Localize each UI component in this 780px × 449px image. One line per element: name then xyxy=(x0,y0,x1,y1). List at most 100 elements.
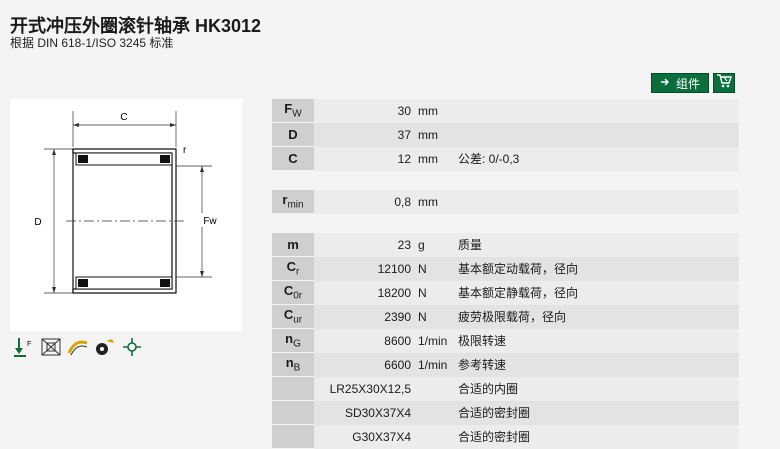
spec-symbol: FW xyxy=(272,99,314,123)
spec-description: 极限转速 xyxy=(454,328,739,353)
spec-description: 基本额定动载荷，径向 xyxy=(454,256,739,281)
spec-description: 合适的密封圈 xyxy=(454,424,739,449)
toolbar: 组件 xyxy=(651,73,735,93)
spec-symbol: rmin xyxy=(272,190,314,214)
spec-value: 6600 xyxy=(314,352,414,377)
spec-symbol-text: n xyxy=(285,355,294,371)
page-title: 开式冲压外圈滚针轴承 HK3012 xyxy=(10,16,262,36)
no-lubrication-icon[interactable] xyxy=(39,336,63,358)
page-subtitle: 根据 DIN 618-1/ISO 3245 标准 xyxy=(10,36,174,50)
spec-symbol-text: D xyxy=(288,127,298,142)
cart-button[interactable] xyxy=(713,73,735,93)
spec-symbol-subscript: r xyxy=(296,266,300,278)
spec-value: 37 xyxy=(314,122,414,147)
spec-symbol-subscript: B xyxy=(293,362,301,374)
spec-symbol xyxy=(272,376,314,401)
arrow-right-icon xyxy=(660,77,670,90)
spec-symbol-subscript: ur xyxy=(293,314,303,326)
spec-value: 12100 xyxy=(314,256,414,281)
spec-description xyxy=(454,99,739,123)
spec-unit: mm xyxy=(414,190,454,214)
spec-value: 2390 xyxy=(314,304,414,329)
spec-unit: 1/min xyxy=(414,352,454,377)
spec-symbol-subscript: G xyxy=(293,338,301,350)
spec-symbol xyxy=(272,400,314,425)
label-fw: Fw xyxy=(203,216,217,227)
spec-value: 30 xyxy=(314,99,414,123)
feature-icons: F xyxy=(12,336,144,358)
spec-description: 疲劳极限载荷，径向 xyxy=(454,304,739,329)
spacer-row xyxy=(272,171,739,191)
spec-value: 23 xyxy=(314,233,414,257)
cart-icon xyxy=(716,73,732,94)
spec-symbol xyxy=(272,424,314,449)
spec-symbol-text: C xyxy=(283,307,294,323)
seal-icon[interactable] xyxy=(66,336,90,358)
mounting-icon[interactable] xyxy=(120,336,144,358)
spec-symbol: D xyxy=(272,122,314,147)
spec-description: 公差: 0/-0,3 xyxy=(454,146,739,171)
spec-symbol-subscript: min xyxy=(287,199,304,211)
spec-description: 质量 xyxy=(454,233,739,257)
spec-unit: N xyxy=(414,256,454,281)
spec-unit xyxy=(414,400,454,425)
spec-unit: mm xyxy=(414,99,454,123)
label-c: C xyxy=(120,112,127,123)
spec-symbol-text: C xyxy=(288,151,298,166)
svg-text:F: F xyxy=(27,341,31,348)
spec-description xyxy=(454,190,739,214)
spec-description xyxy=(454,122,739,147)
spec-unit: N xyxy=(414,280,454,305)
spec-unit: mm xyxy=(414,146,454,171)
spec-symbol: nB xyxy=(272,352,314,377)
label-d: D xyxy=(34,217,41,228)
spec-unit xyxy=(414,376,454,401)
spec-symbol-text: C xyxy=(286,259,297,275)
spec-unit: 1/min xyxy=(414,328,454,353)
parts-button[interactable]: 组件 xyxy=(651,73,709,93)
spacer-row xyxy=(272,214,739,234)
spec-symbol-text: F xyxy=(284,101,293,117)
spec-symbol: Cur xyxy=(272,304,314,329)
spec-unit: N xyxy=(414,304,454,329)
spec-description: 基本额定静载荷，径向 xyxy=(454,280,739,305)
spec-description: 参考转速 xyxy=(454,352,739,377)
spec-symbol-text: n xyxy=(285,331,294,347)
spec-symbol-text: m xyxy=(287,237,299,252)
spec-value: 0,8 xyxy=(314,190,414,214)
parts-button-label: 组件 xyxy=(675,76,700,91)
spec-value: 18200 xyxy=(314,280,414,305)
spec-symbol: C0r xyxy=(272,280,314,305)
spec-symbol: nG xyxy=(272,328,314,353)
spec-symbol: Cr xyxy=(272,256,314,281)
spec-unit: g xyxy=(414,233,454,257)
spec-symbol: C xyxy=(272,146,314,171)
lubrication-icon[interactable] xyxy=(93,336,117,358)
spec-symbol-text: C xyxy=(283,283,294,299)
spec-unit: mm xyxy=(414,122,454,147)
spec-value: SD30X37X4 xyxy=(314,400,414,425)
spec-symbol: m xyxy=(272,233,314,257)
spec-symbol-text: r xyxy=(282,192,288,208)
bearing-cross-section: C r D Fw xyxy=(32,111,222,294)
spec-unit xyxy=(414,424,454,449)
label-r: r xyxy=(183,145,187,156)
spec-description: 合适的内圈 xyxy=(454,376,739,401)
arrow-load-icon[interactable]: F xyxy=(12,336,36,358)
spec-symbol-subscript: 0r xyxy=(293,290,303,302)
spec-value: LR25X30X12,5 xyxy=(314,376,414,401)
spec-symbol-subscript: W xyxy=(292,108,302,120)
